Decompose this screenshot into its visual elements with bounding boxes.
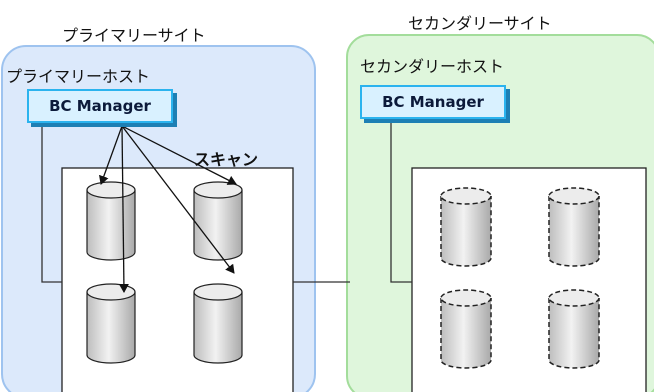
primary-bc-manager-box: BC Manager <box>27 89 173 123</box>
primary-host-connection-line <box>41 126 62 283</box>
secondary-volume-4 <box>548 289 600 369</box>
secondary-host-label: セカンダリーホスト <box>360 57 505 76</box>
secondary-volume-3 <box>440 289 492 369</box>
scan-label: スキャン <box>194 150 259 169</box>
scan-arrow-3 <box>118 125 129 293</box>
primary-host-label: プライマリーホスト <box>6 67 151 86</box>
primary-site-title: プライマリーサイト <box>62 26 206 45</box>
primary-volume-2 <box>193 181 243 261</box>
secondary-host-connection-line <box>390 122 412 283</box>
secondary-site-title: セカンダリーサイト <box>408 14 552 33</box>
primary-volume-1 <box>86 181 136 261</box>
secondary-volume-1 <box>440 187 492 267</box>
primary-volume-3 <box>86 283 136 364</box>
scan-arrow-1 <box>99 125 123 185</box>
scan-arrows <box>99 125 237 293</box>
scan-arrow-4 <box>121 125 235 274</box>
primary-volume-4 <box>193 283 243 364</box>
secondary-volume-2 <box>548 187 600 267</box>
secondary-bc-manager-box: BC Manager <box>360 85 506 119</box>
scan-arrow-2 <box>121 125 237 185</box>
